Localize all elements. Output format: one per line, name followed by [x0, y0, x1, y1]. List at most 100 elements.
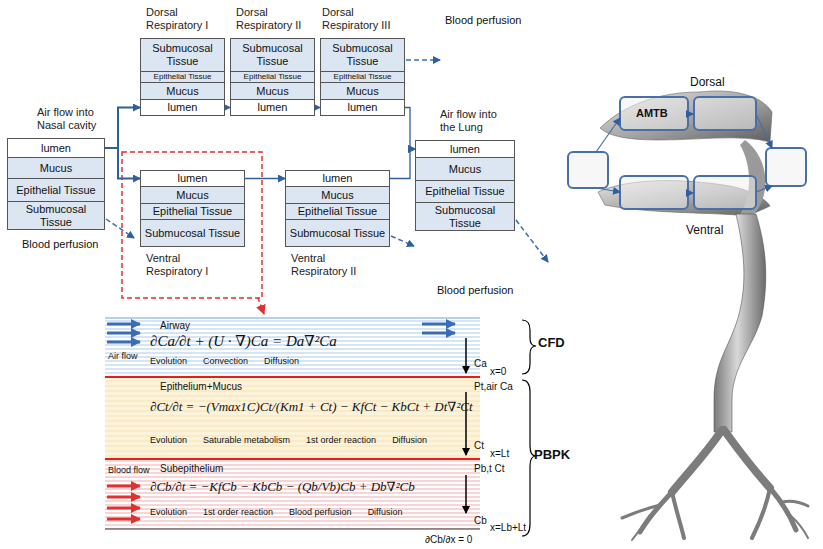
tissue-layer: Mucus — [320, 82, 405, 100]
boundary-condition: ∂Cb/∂x = 0 — [425, 534, 472, 545]
layer-text: Epithelial Tissue — [153, 205, 233, 218]
tissue-layer: Epithelial Tissue — [415, 180, 515, 203]
equation: ∂Ca/∂t + (U · ∇)Ca = Da∇²Ca — [150, 332, 337, 350]
layer-text: Mucus — [449, 163, 481, 176]
flow-label: Air flow — [108, 352, 138, 362]
layer-text: Epithelial Tissue — [154, 73, 212, 81]
layer-text: lumen — [450, 143, 480, 156]
layer-text: Submucosal Tissue — [144, 42, 221, 67]
tissue-layer: Epithelial Tissue — [7, 178, 105, 202]
tissue-layer: Submucosal Tissue — [140, 219, 245, 247]
layer-text: Submucosal Tissue — [419, 204, 511, 229]
compartment-heading: Dorsal Respiratory III — [322, 6, 398, 32]
layer-text: Epithelial Tissue — [298, 205, 378, 218]
model-band: Subepithelium ∂Cb/∂t = −KfCb − KbCb − (Qb… — [105, 459, 480, 529]
flux-label: Pb,t Ct — [474, 463, 505, 474]
tissue-layer: Submucosal Tissue — [320, 38, 405, 72]
tissue-layer: Mucus — [230, 82, 315, 100]
airflow-arrow — [390, 149, 415, 179]
layer-text: Submucosal Tissue — [234, 42, 311, 67]
band-heading: Subepithelium — [160, 463, 223, 474]
layer-text: Mucus — [321, 189, 353, 202]
term-label: Diffusion — [368, 507, 403, 517]
tissue-layer: lumen — [140, 170, 245, 187]
compartment-stack: Dorsal Respiratory ISubmucosal TissueEpi… — [140, 38, 225, 116]
perfusion-label: Blood perfusion — [22, 238, 98, 250]
term-label: Convection — [203, 356, 248, 366]
compartment-stack: Dorsal Respiratory IISubmucosal TissueEp… — [230, 38, 315, 116]
model-band: Epithelium+Mucus ∂Ct/∂t = −(Vmax1C)Ct/(Km… — [105, 377, 480, 459]
layer-text: Mucus — [256, 85, 288, 98]
tissue-layer: lumen — [7, 138, 105, 158]
term-row: Evolution1st order reactionBlood perfusi… — [150, 507, 402, 517]
layer-text: lumen — [258, 101, 288, 114]
compartment-stack: Air flow into the LunglumenMucusEpitheli… — [415, 140, 515, 231]
concentration-label: Ca — [474, 358, 487, 369]
region-label: Dorsal — [690, 76, 725, 89]
layer-text: lumen — [323, 172, 353, 185]
layer-text: lumen — [178, 172, 208, 185]
term-label: Diffusion — [264, 356, 299, 366]
term-row: Evolution Convection Diffusion — [150, 356, 299, 366]
airflow-arrow — [105, 148, 140, 179]
boundary-label: x=Lt — [490, 448, 509, 459]
tissue-layer: Mucus — [285, 186, 390, 204]
perfusion-label: Blood perfusion — [445, 14, 521, 26]
layer-text: Epithelial Tissue — [16, 184, 96, 197]
compartment-stack: Dorsal Respiratory IIISubmucosal TissueE… — [320, 38, 405, 116]
tissue-layer: Epithelial Tissue — [140, 203, 245, 220]
compartment-heading: Dorsal Respiratory II — [236, 6, 308, 32]
term-label: Diffusion — [392, 435, 427, 445]
tissue-layer: Submucosal Tissue — [140, 38, 225, 72]
tissue-layer: Mucus — [7, 157, 105, 179]
layer-text: Epithelial Tissue — [425, 185, 505, 198]
boundary-label: x=0 — [490, 366, 506, 377]
layer-text: Submucosal Tissue — [290, 227, 385, 240]
tissue-layer: Mucus — [140, 82, 225, 100]
layer-text: Mucus — [40, 162, 72, 175]
layer-text: lumen — [41, 142, 71, 155]
equation: ∂Cb/∂t = −KfCb − KbCb − (Qb/Vb)Cb + Db∇²… — [150, 479, 415, 495]
layer-text: Submucosal Tissue — [11, 203, 101, 228]
tissue-layer: lumen — [320, 99, 405, 116]
compartment-heading: Ventral Respiratory I — [146, 252, 218, 278]
tissue-layer: Submucosal Tissue — [230, 38, 315, 72]
band-heading: Airway — [160, 320, 190, 331]
layer-text: Submucosal Tissue — [145, 227, 240, 240]
layer-text: Epithelial Tissue — [334, 73, 392, 81]
region-label: Ventral — [686, 224, 723, 237]
band-heading: Epithelium+Mucus — [160, 381, 242, 392]
layer-text: Mucus — [166, 85, 198, 98]
tissue-layer: Submucosal Tissue — [7, 201, 105, 230]
model-label: PBPK — [534, 448, 570, 462]
term-label: 1st order reaction — [306, 435, 376, 445]
term-label: Saturable metabolism — [203, 435, 290, 445]
model-band: Airway∂Ca/∂t + (U · ∇)Ca = Da∇²CaEvoluti… — [105, 318, 480, 377]
airflow-arrow — [245, 178, 285, 179]
layer-text: lumen — [168, 101, 198, 114]
tissue-layer: Submucosal Tissue — [285, 219, 390, 247]
tissue-layer: Mucus — [140, 186, 245, 204]
concentration-label: Ct — [474, 440, 484, 451]
term-label: Evolution — [150, 435, 187, 445]
tissue-layer: Epithelial Tissue — [285, 203, 390, 220]
concentration-label: Cb — [474, 515, 487, 526]
term-row: Evolution Saturable metabolism 1st order r… — [150, 435, 427, 445]
layer-text: lumen — [348, 101, 378, 114]
airflow-arrow — [405, 108, 415, 150]
compartment-heading: Dorsal Respiratory I — [146, 6, 218, 32]
compartment-stack: Ventral Respiratory IIlumenMucusEpitheli… — [285, 170, 390, 247]
compartment-heading: Ventral Respiratory II — [291, 252, 367, 278]
term-label: Evolution — [150, 507, 187, 517]
layer-text: Epithelial Tissue — [244, 73, 302, 81]
layer-text: Mucus — [346, 85, 378, 98]
flow-label: Blood flow — [108, 466, 150, 476]
compartment-stack: Ventral Respiratory IlumenMucusEpithelia… — [140, 170, 245, 247]
model-label: CFD — [538, 336, 565, 350]
compartment-heading: Air flow into the Lung — [440, 108, 512, 134]
boundary-label: x=Lb+Lt — [490, 522, 526, 533]
layer-text: Submucosal Tissue — [324, 42, 401, 67]
equation: ∂Ct/∂t = −(Vmax1C)Ct/(Km1 + Ct) − KfCt −… — [150, 399, 473, 415]
term-label: Evolution — [150, 356, 187, 366]
tissue-layer: lumen — [285, 170, 390, 187]
